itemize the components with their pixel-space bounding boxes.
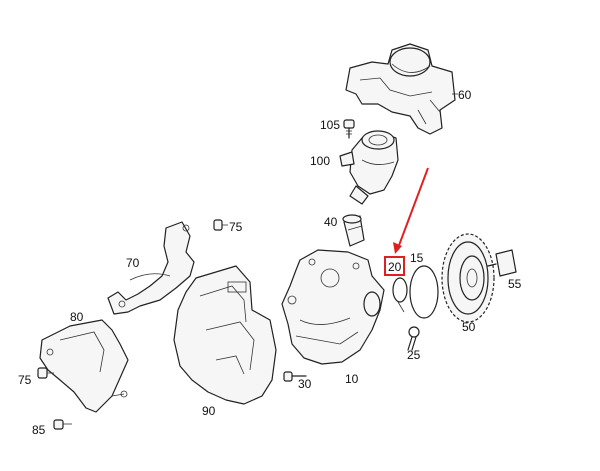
label-60: 60 <box>458 88 472 102</box>
highlight-box-20 <box>384 256 405 276</box>
label-75-lower: 75 <box>18 373 32 387</box>
part-60-cover <box>345 43 456 135</box>
part-40-tappet <box>342 214 365 247</box>
label-15: 15 <box>410 251 424 265</box>
label-10: 10 <box>345 372 359 386</box>
part-70-bracket <box>107 221 195 315</box>
label-30: 30 <box>298 377 312 391</box>
part-105-bolt <box>343 119 355 139</box>
label-70: 70 <box>126 256 140 270</box>
part-25-clip <box>407 326 420 351</box>
label-40: 40 <box>324 215 338 229</box>
highlight-arrow <box>393 167 429 254</box>
label-105: 105 <box>320 118 340 132</box>
part-55-bolt <box>487 249 517 277</box>
part-75-upper-bolt <box>213 219 228 231</box>
part-100-pump-element <box>339 130 399 205</box>
label-75-upper: 75 <box>229 220 243 234</box>
part-15-o-ring <box>409 265 439 319</box>
part-75-lower-bolt <box>37 367 54 379</box>
label-90: 90 <box>202 404 216 418</box>
label-80: 80 <box>70 310 84 324</box>
label-85: 85 <box>32 423 46 437</box>
label-50: 50 <box>462 320 476 334</box>
label-20: 20 <box>388 260 402 274</box>
part-50-gear <box>441 233 495 323</box>
part-30-bolt <box>283 371 307 382</box>
part-10-pump-body <box>281 249 385 365</box>
part-85-bolt <box>53 419 72 430</box>
part-80-lower-bracket <box>39 319 129 413</box>
label-100: 100 <box>310 154 330 168</box>
part-90-cover <box>173 265 277 405</box>
label-55: 55 <box>508 277 522 291</box>
label-25: 25 <box>407 348 421 362</box>
part-20-small-ring <box>392 277 408 313</box>
